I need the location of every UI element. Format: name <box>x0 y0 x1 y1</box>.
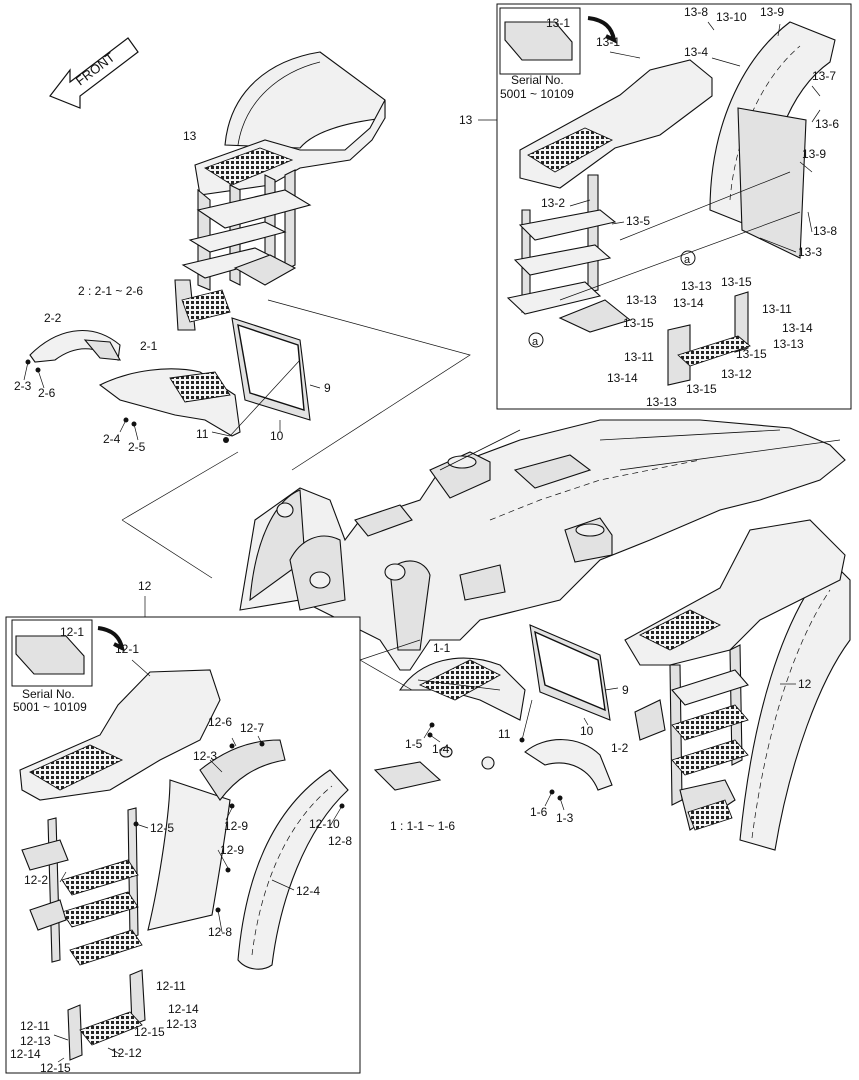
svg-text:13-14: 13-14 <box>782 321 813 335</box>
svg-text:13-12: 13-12 <box>721 367 752 381</box>
callout-1-5: 1-5 <box>405 737 423 751</box>
svg-text:13-15: 13-15 <box>623 316 654 330</box>
svg-text:13-10: 13-10 <box>716 10 747 24</box>
svg-text:12-8: 12-8 <box>328 834 352 848</box>
svg-text:12-11: 12-11 <box>20 1019 50 1033</box>
svg-text:a: a <box>684 254 691 266</box>
svg-text:12-12: 12-12 <box>111 1046 142 1060</box>
callout-9-right: 9 <box>622 683 629 697</box>
svg-text:13-5: 13-5 <box>626 214 650 228</box>
callout-1-3: 1-3 <box>556 811 574 825</box>
svg-text:13-15: 13-15 <box>686 382 717 396</box>
callout-11-left: 11 <box>196 427 209 441</box>
svg-text:12-7: 12-7 <box>240 721 264 735</box>
panel-13: 13-1 Serial No. 5001 ~ 10109 <box>496 3 852 410</box>
callout-2-4: 2-4 <box>103 432 121 446</box>
front-arrow-icon: FRONT <box>49 37 139 109</box>
callout-2-2: 2-2 <box>44 311 62 325</box>
svg-text:13-13: 13-13 <box>646 395 677 409</box>
svg-text:13-6: 13-6 <box>815 117 839 131</box>
svg-text:13-7: 13-7 <box>812 69 836 83</box>
svg-text:12-8: 12-8 <box>208 925 232 939</box>
svg-text:13-3: 13-3 <box>798 245 822 259</box>
panel-13-serial-range: 5001 ~ 10109 <box>500 87 574 101</box>
callout-2-1: 2-1 <box>140 339 158 353</box>
svg-text:13-4: 13-4 <box>684 45 708 59</box>
svg-text:12-10: 12-10 <box>309 817 340 831</box>
gasket-9-10-right <box>529 624 611 721</box>
callout-2-set: 2 : 2-1 ~ 2-6 <box>78 284 143 298</box>
panel-12: 12-1 Serial No. 5001 ~ 10109 <box>5 616 361 1074</box>
svg-text:12-15: 12-15 <box>40 1061 71 1075</box>
callout-1-4: 1-4 <box>432 742 450 756</box>
svg-text:13-8: 13-8 <box>813 224 837 238</box>
fender-part-2 <box>29 330 241 437</box>
svg-text:13-13: 13-13 <box>681 279 712 293</box>
svg-text:13-8: 13-8 <box>684 5 708 19</box>
svg-text:13-15: 13-15 <box>736 347 767 361</box>
gasket-9-10-left <box>231 317 311 421</box>
callout-10-right: 10 <box>580 724 594 738</box>
svg-text:12-15: 12-15 <box>134 1025 165 1039</box>
svg-text:12-14: 12-14 <box>10 1047 41 1061</box>
panel-12-inset-label: 12-1 <box>60 625 84 639</box>
panel-13-serial-title: Serial No. <box>511 73 564 87</box>
svg-text:13-13: 13-13 <box>773 337 804 351</box>
callout-13: 13 <box>183 129 197 143</box>
panel-12-labels: 12-1 12-6 12-7 12-3 12-5 12-9 12-10 12-8… <box>10 642 352 1075</box>
step-assembly-13-left <box>174 51 386 331</box>
svg-text:13-2: 13-2 <box>541 196 565 210</box>
svg-text:12-9: 12-9 <box>224 819 248 833</box>
panel-13-inset-label: 13-1 <box>546 16 570 30</box>
callout-2-5: 2-5 <box>128 440 146 454</box>
svg-text:13-14: 13-14 <box>607 371 638 385</box>
svg-text:12-9: 12-9 <box>220 843 244 857</box>
callout-1-2: 1-2 <box>611 741 629 755</box>
svg-text:a: a <box>532 336 539 348</box>
callout-1-1: 1-1 <box>433 641 451 655</box>
main-frame <box>239 419 846 671</box>
panel-12-serial-range: 5001 ~ 10109 <box>13 700 87 714</box>
svg-text:12-13: 12-13 <box>20 1034 51 1048</box>
callout-1-set: 1 : 1-1 ~ 1-6 <box>390 819 455 833</box>
fender-part-1 <box>373 657 613 791</box>
svg-text:12-3: 12-3 <box>193 749 217 763</box>
svg-text:13-13: 13-13 <box>626 293 657 307</box>
svg-text:12-6: 12-6 <box>208 715 232 729</box>
svg-text:12-14: 12-14 <box>168 1002 199 1016</box>
callout-13-panel-ref: 13 <box>459 113 473 127</box>
callout-2-3: 2-3 <box>14 379 32 393</box>
callout-9-left: 9 <box>324 381 331 395</box>
step-assembly-12-right <box>624 519 851 851</box>
callout-11-right: 11 <box>498 727 511 741</box>
svg-text:13-9: 13-9 <box>802 147 826 161</box>
svg-text:12-1: 12-1 <box>115 642 139 656</box>
svg-text:12-2: 12-2 <box>24 873 48 887</box>
svg-text:12-5: 12-5 <box>150 821 174 835</box>
svg-text:13-11: 13-11 <box>762 302 792 316</box>
svg-text:13-14: 13-14 <box>673 296 704 310</box>
svg-text:12-11: 12-11 <box>156 979 186 993</box>
svg-text:12-4: 12-4 <box>296 884 320 898</box>
svg-text:13-1: 13-1 <box>596 35 620 49</box>
callout-1-6: 1-6 <box>530 805 548 819</box>
callout-10-left: 10 <box>270 429 284 443</box>
svg-text:13-11: 13-11 <box>624 350 654 364</box>
svg-text:13-9: 13-9 <box>760 5 784 19</box>
callout-2-6: 2-6 <box>38 386 56 400</box>
svg-text:12-13: 12-13 <box>166 1017 197 1031</box>
panel-12-serial-title: Serial No. <box>22 687 75 701</box>
panel-13-labels: 13-1 13-8 13-10 13-9 13-4 13-7 13-6 13-9… <box>532 5 839 409</box>
svg-text:13-15: 13-15 <box>721 275 752 289</box>
callout-12-right: 12 <box>798 677 812 691</box>
callout-12-panel-ref: 12 <box>138 579 152 593</box>
